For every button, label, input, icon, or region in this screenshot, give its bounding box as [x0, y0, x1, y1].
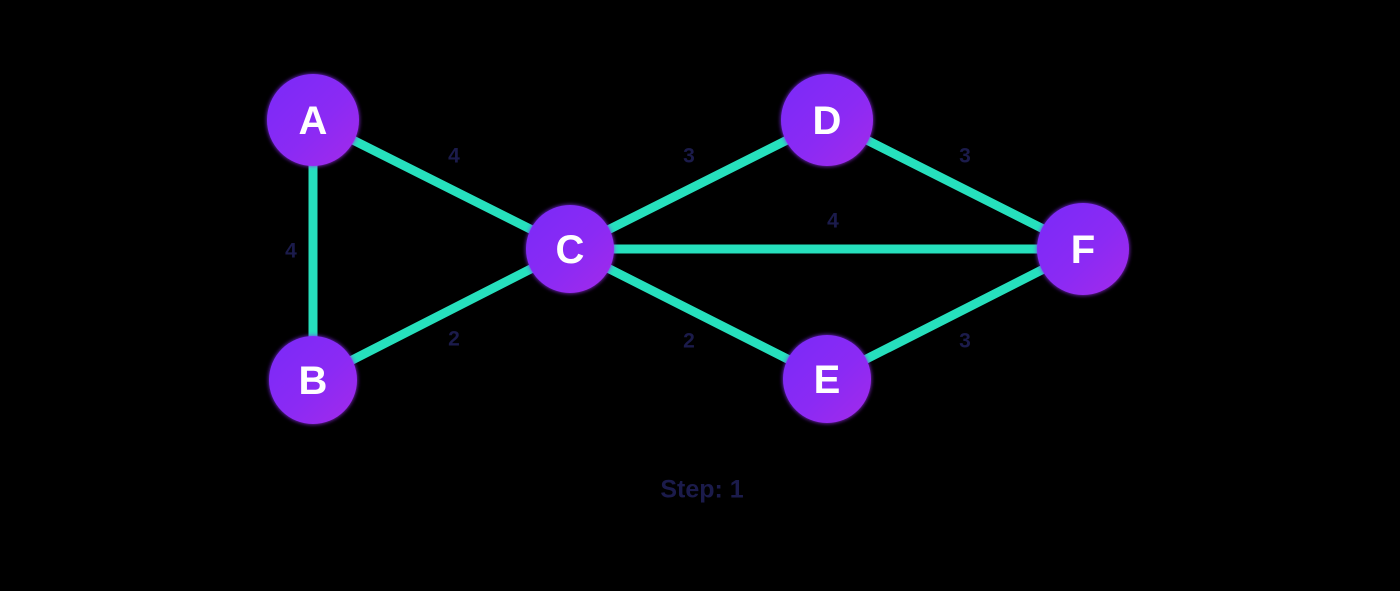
node-circle-b: [269, 336, 357, 424]
node-circle-e: [783, 335, 871, 423]
edge-weights-layer: 4 4 2 3 2 4 3 3: [285, 145, 971, 353]
node-circle-a: [267, 74, 359, 166]
edges-layer: [308, 115, 1088, 385]
edge-weight-b-c: 2: [448, 328, 460, 351]
graph-edge-d-f: [822, 115, 1088, 254]
graph-node-b[interactable]: B: [269, 336, 357, 424]
edge-weight-a-b: 4: [285, 240, 297, 263]
edge-weight-c-e: 2: [683, 330, 695, 353]
step-caption: Step: 1: [660, 476, 743, 504]
graph-node-c[interactable]: C: [526, 205, 614, 293]
graph-edge-c-d: [565, 115, 832, 254]
graph-edge-a-c: [308, 115, 575, 254]
node-circle-c: [526, 205, 614, 293]
edge-weight-a-c: 4: [448, 145, 460, 168]
edge-weight-c-f: 4: [827, 210, 839, 233]
edge-weight-c-d: 3: [683, 145, 695, 168]
graph-node-a[interactable]: A: [267, 74, 359, 166]
node-label-e: E: [814, 358, 841, 402]
edge-weight-d-f: 3: [959, 145, 971, 168]
graph-edge-b-c: [308, 244, 575, 385]
node-circle-f: [1037, 203, 1129, 295]
nodes-layer: A B C D E F: [267, 74, 1129, 424]
node-label-a: A: [299, 99, 328, 143]
graph-edge-c-e: [565, 244, 832, 384]
graph-edge-e-f: [822, 244, 1088, 384]
node-label-b: B: [299, 359, 328, 403]
node-circle-d: [781, 74, 873, 166]
node-label-c: C: [556, 228, 585, 272]
graph-node-e[interactable]: E: [783, 335, 871, 423]
node-label-f: F: [1071, 228, 1095, 272]
edge-weight-e-f: 3: [959, 330, 971, 353]
graph-node-f[interactable]: F: [1037, 203, 1129, 295]
graph-node-d[interactable]: D: [781, 74, 873, 166]
node-label-d: D: [813, 99, 842, 143]
